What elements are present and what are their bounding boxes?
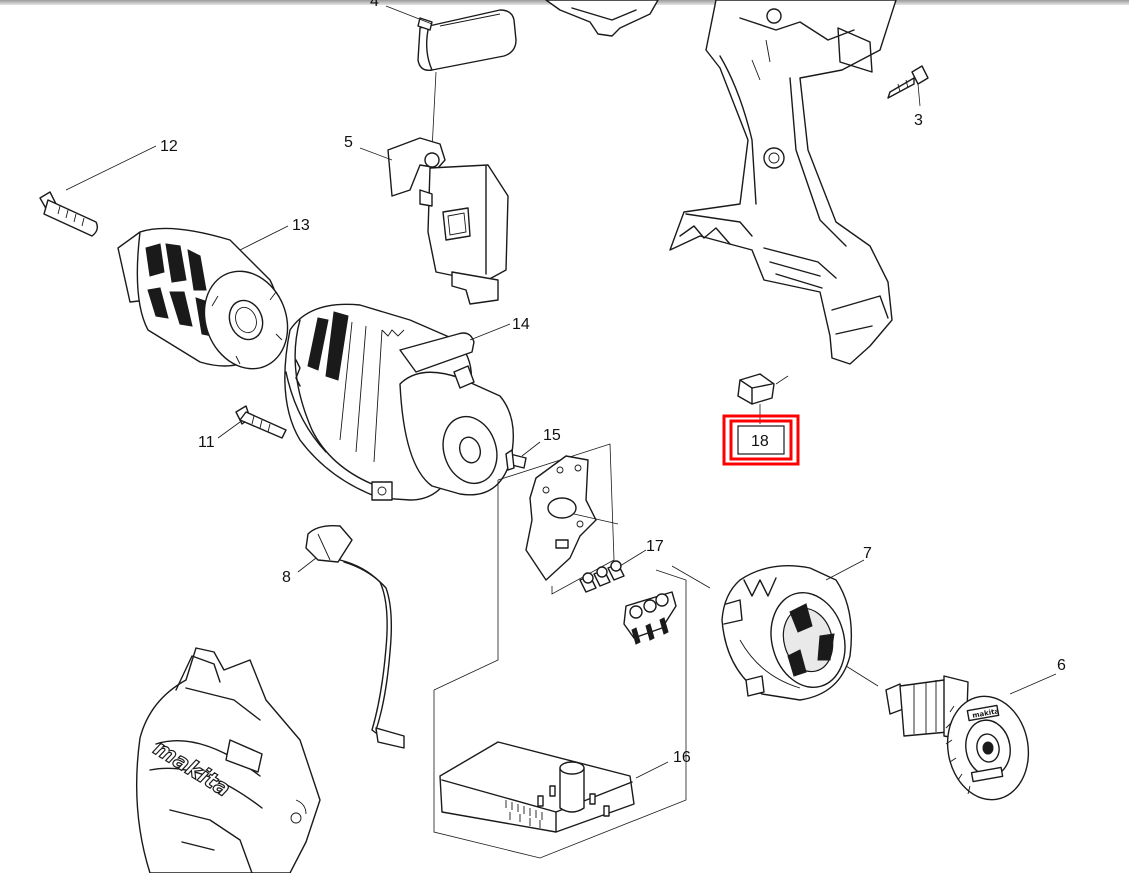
callout-6[interactable]: 6 <box>1057 657 1066 674</box>
part-3-screw[interactable] <box>887 65 929 99</box>
part-12-chuck-screw[interactable] <box>39 191 99 237</box>
part-8-led-wire[interactable] <box>305 524 405 749</box>
part-15-small-screw[interactable] <box>505 449 527 471</box>
part-13-keyless-chuck[interactable] <box>117 227 302 381</box>
callout-4[interactable]: 4 <box>370 0 379 10</box>
callout-15[interactable]: 15 <box>543 427 561 444</box>
part-18-clip[interactable] <box>737 373 775 405</box>
part-5-switch[interactable] <box>387 137 509 305</box>
callout-7[interactable]: 7 <box>863 545 872 562</box>
callout-11[interactable]: 11 <box>198 434 215 451</box>
callout-18-highlight[interactable]: 18 <box>722 414 800 466</box>
callout-3[interactable]: 3 <box>914 112 923 129</box>
callout-5[interactable]: 5 <box>344 134 353 151</box>
callout-17[interactable]: 17 <box>646 538 664 555</box>
callout-18[interactable]: 18 <box>751 433 769 450</box>
part-14-gear-assembly[interactable] <box>284 303 515 501</box>
part-6-rotor[interactable]: makita <box>885 675 1036 806</box>
part-17-terminals[interactable] <box>579 560 625 593</box>
callout-13[interactable]: 13 <box>292 217 310 234</box>
sensor-plate <box>525 455 597 581</box>
part-11-screw[interactable] <box>235 405 287 439</box>
housing-half-right <box>669 0 897 365</box>
part-7-stator[interactable] <box>721 565 855 701</box>
callout-16[interactable]: 16 <box>673 749 691 766</box>
callout-8[interactable]: 8 <box>282 569 291 586</box>
housing-half-left: makita <box>135 647 321 873</box>
callout-14[interactable]: 14 <box>512 316 530 333</box>
part-16-controller[interactable] <box>439 741 635 833</box>
callout-12[interactable]: 12 <box>160 138 178 155</box>
part-4-switch-lever[interactable] <box>417 9 517 71</box>
terminal-block <box>623 591 677 645</box>
top-bracket-piece <box>545 0 659 37</box>
assembly-16-bracket-outline <box>433 443 711 859</box>
